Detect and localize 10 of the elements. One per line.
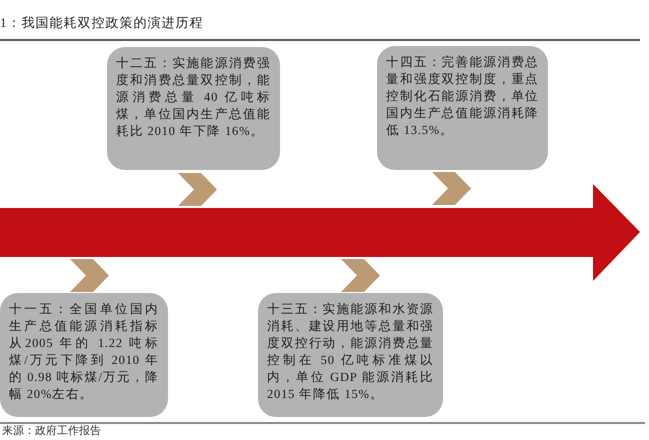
milestone-text: 十二五：实施能源消费强度和消费总量双控制，能源消费总量 40 亿吨标煤，单位国内生产总值能耗比 2010 年下降 16%。 — [116, 55, 271, 140]
milestone-card — [258, 293, 443, 417]
milestone-text: 十四五：完善能源消费总量和强度双控制度，重点控制化石能源消费，单位国内生产总值能源消耗降低 13.5%。 — [386, 54, 539, 139]
milestone-text: 十三五：实施能源和水资源消耗、建设用地等总量和强度双控行动，能源消费总量控制在 50 亿吨标准煤以内，单位 GDP 能源消耗比 2015 年降低 15%。 — [267, 301, 434, 403]
figure-title: 1：我国能耗双控政策的演进历程 — [0, 14, 204, 32]
milestone-card — [377, 46, 548, 170]
milestone-card — [107, 47, 280, 170]
source-note: 来源：政府工作报告 — [2, 425, 101, 438]
milestone-text: 十一五：全国单位国内生产总值能源消耗指标从2005 年的 1.22 吨标煤/万元下降到 2010 年的 0.98 吨标煤/万元，降幅 20%左右。 — [9, 301, 159, 403]
milestone-card — [0, 293, 168, 417]
